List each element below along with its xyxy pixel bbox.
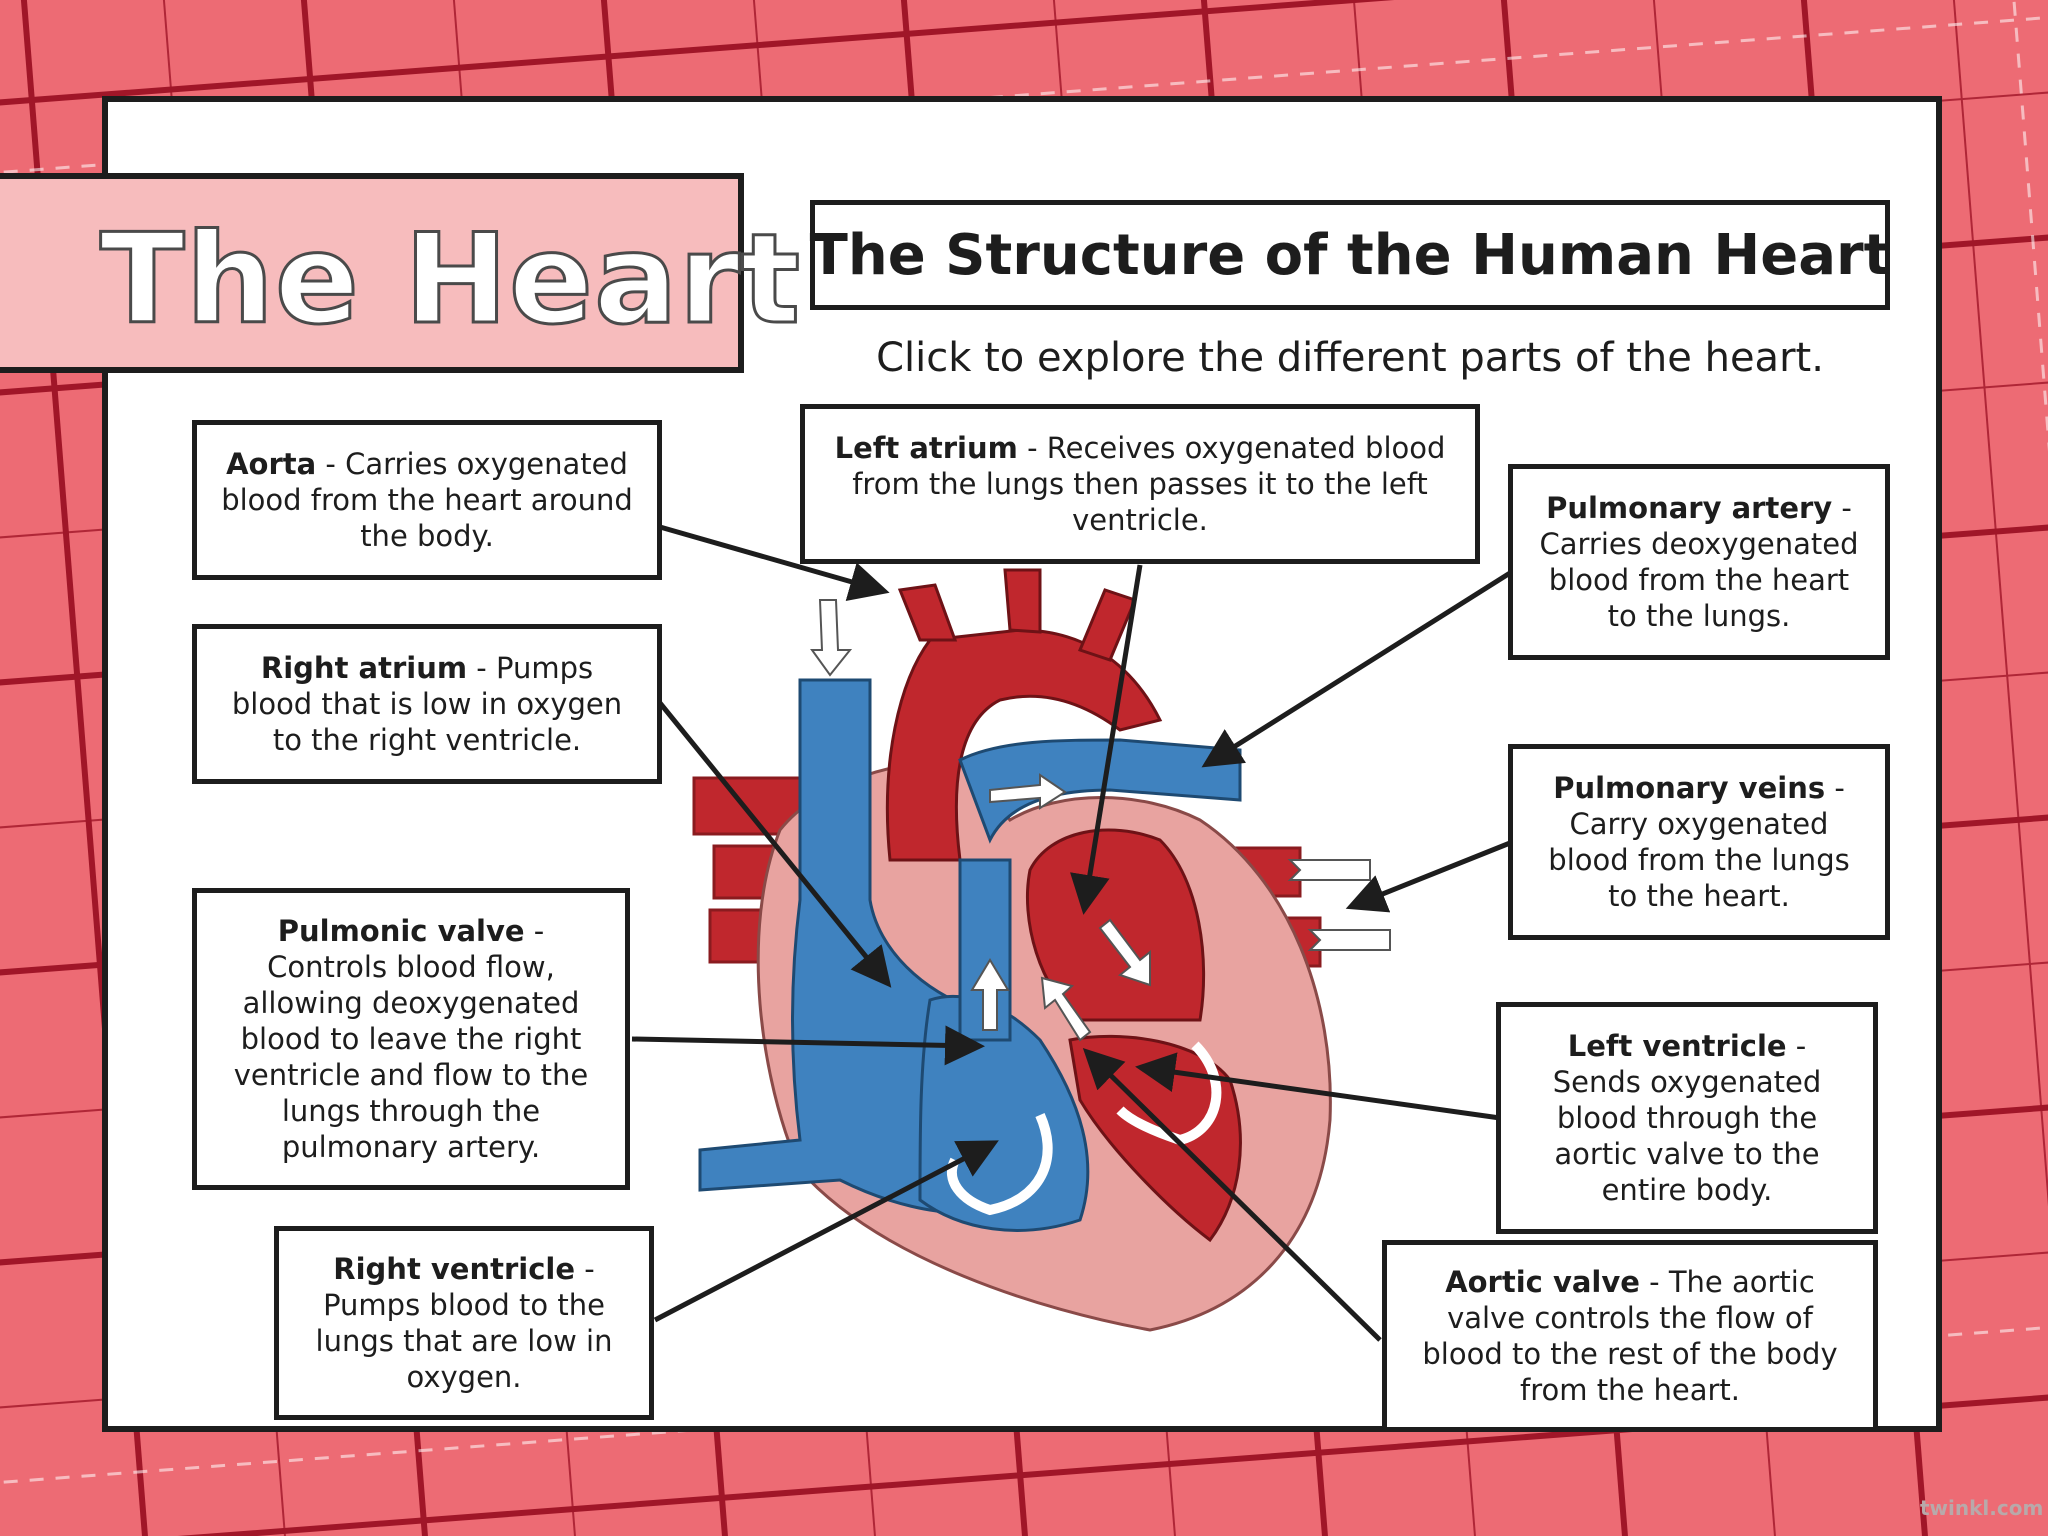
label-left-atrium[interactable]: Left atrium - Receives oxygenated blood … [800, 404, 1480, 564]
label-aorta-title: Aorta [226, 447, 317, 481]
label-aortic-valve-title: Aortic valve [1445, 1265, 1640, 1299]
title-banner [0, 173, 744, 373]
label-pulmonary-veins[interactable]: Pulmonary veins - Carry oxygenated blood… [1508, 744, 1890, 940]
label-aorta[interactable]: Aorta - Carries oxygenated blood from th… [192, 420, 662, 580]
label-pulmonary-veins-desc: - Carry oxygenated blood from the lungs … [1548, 771, 1850, 913]
label-left-ventricle[interactable]: Left ventricle - Sends oxygenated blood … [1496, 1002, 1878, 1234]
label-left-ventricle-title: Left ventricle [1567, 1029, 1787, 1063]
label-pulmonary-artery[interactable]: Pulmonary artery - Carries deoxygenated … [1508, 464, 1890, 660]
label-right-ventricle-desc: - Pumps blood to the lungs that are low … [315, 1252, 613, 1394]
label-right-atrium[interactable]: Right atrium - Pumps blood that is low i… [192, 624, 662, 784]
label-aortic-valve-desc: - The aortic valve controls the flow of … [1422, 1265, 1838, 1407]
label-left-atrium-desc: - Receives oxygenated blood from the lun… [852, 431, 1446, 537]
label-pulmonic-valve[interactable]: Pulmonic valve - Controls blood flow, al… [192, 888, 630, 1190]
label-right-atrium-desc: - Pumps blood that is low in oxygen to t… [231, 651, 623, 757]
label-pulmonic-valve-desc: - Controls blood flow, allowing deoxygen… [233, 914, 589, 1164]
label-left-atrium-title: Left atrium [834, 431, 1018, 465]
label-right-atrium-title: Right atrium [260, 651, 468, 685]
label-aorta-desc: - Carries oxygenated blood from the hear… [221, 447, 633, 553]
page-title: The Heart [99, 207, 802, 354]
label-left-ventricle-desc: - Sends oxygenated blood through the aor… [1552, 1029, 1822, 1207]
label-pulmonic-valve-title: Pulmonic valve [277, 914, 525, 948]
twinkl-watermark: twinkl.com [1920, 1496, 2044, 1520]
diagram-heading: The Structure of the Human Heart [810, 200, 1890, 310]
label-right-ventricle-title: Right ventricle [333, 1252, 576, 1286]
label-right-ventricle[interactable]: Right ventricle - Pumps blood to the lun… [274, 1226, 654, 1420]
label-aortic-valve[interactable]: Aortic valve - The aortic valve controls… [1382, 1240, 1878, 1432]
label-pulmonary-artery-title: Pulmonary artery [1546, 491, 1833, 525]
label-pulmonary-artery-desc: - Carries deoxygenated blood from the he… [1539, 491, 1859, 633]
instruction-text: Click to explore the different parts of … [876, 335, 1824, 381]
label-pulmonary-veins-title: Pulmonary veins [1553, 771, 1826, 805]
